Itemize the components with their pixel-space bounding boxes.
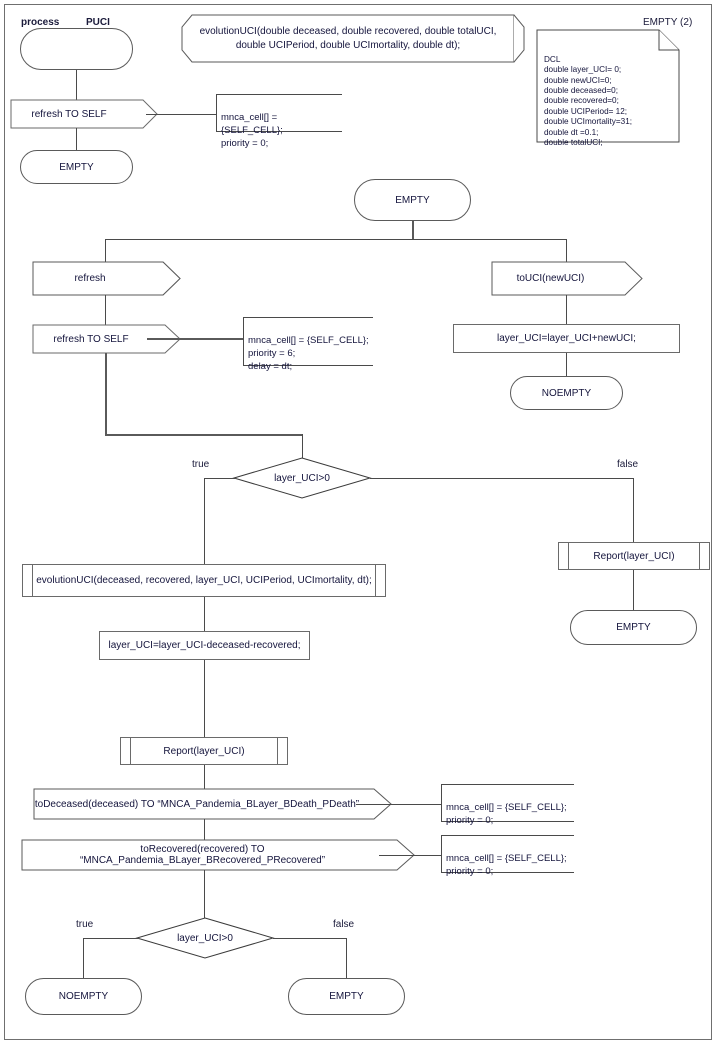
procedure-call-evolution-uci[interactable]: evolutionUCI(deceased, recovered, layer_… (22, 564, 386, 597)
process-name-label: PUCI (86, 17, 110, 28)
state-empty-false-branch-label: EMPTY (616, 622, 651, 633)
decision-2-false-label: false (333, 919, 355, 930)
connector-start-to-refresh-self (76, 70, 77, 100)
declaration-note-text: DCL double layer_UCI= 0; double newUCI=0… (544, 54, 633, 148)
output-to-recovered-label: toRecovered(recovered) TO “MNCA_Pandemia… (79, 844, 326, 866)
input-touci[interactable]: toUCI(newUCI) (491, 261, 643, 296)
comment-priority-0-deceased: mnca_cell[] = {SELF_CELL}; priority = 0; (441, 784, 574, 826)
decision-layer-uci-gt-0-first[interactable]: layer_UCI>0 (232, 457, 372, 499)
comment-priority-0-recovered-text: mnca_cell[] = {SELF_CELL}; priority = 0; (446, 853, 567, 877)
task-layer-add-label: layer_UCI=layer_UCI+newUCI; (497, 333, 636, 344)
connector-report-to-deceased (204, 765, 205, 789)
procedure-call-report-false-label: Report(layer_UCI) (593, 550, 675, 562)
connector-comment-4 (379, 855, 442, 856)
declaration-note: DCL double layer_UCI= 0; double newUCI=0… (536, 29, 680, 147)
state-empty-top[interactable]: EMPTY (20, 150, 133, 184)
procedure-signature-line1: evolutionUCI(double deceased, double rec… (199, 25, 497, 37)
connector-comment-3 (356, 804, 442, 805)
connector-touci-to-task (566, 295, 567, 324)
connector-task-to-report (204, 660, 205, 737)
input-refresh-to-self-main-label: refresh TO SELF (53, 333, 129, 345)
comment-priority-0-deceased-text: mnca_cell[] = {SELF_CELL}; priority = 0; (446, 802, 567, 826)
decision-2-true-label: true (76, 919, 94, 930)
output-to-recovered[interactable]: toRecovered(recovered) TO “MNCA_Pandemia… (21, 839, 415, 871)
input-refresh[interactable]: refresh (32, 261, 181, 296)
decision-1-true-label: true (192, 459, 210, 470)
connector-comment-1 (146, 114, 218, 115)
state-empty-main-label: EMPTY (395, 194, 430, 206)
diagram-frame (4, 4, 712, 1040)
comment-priority-6: mnca_cell[] = {SELF_CELL}; priority = 6;… (243, 317, 373, 372)
comment-priority-0-top: mnca_cell[] = {SELF_CELL}; priority = 0; (216, 94, 342, 149)
connector-d1-false-right (370, 478, 634, 479)
procedure-signature-line2: double UCIPeriod, double UCImortality, d… (235, 39, 461, 51)
task-layer-subtract-label: layer_UCI=layer_UCI-deceased-recovered; (108, 640, 301, 651)
input-refresh-to-self-main[interactable]: refresh TO SELF (32, 324, 181, 354)
comment-priority-6-text: mnca_cell[] = {SELF_CELL}; priority = 6;… (248, 335, 369, 372)
connector-task-to-noempty (566, 353, 567, 376)
state-noempty-right[interactable]: NOEMPTY (510, 376, 623, 410)
connector-split-left (105, 239, 106, 262)
procedure-signature-box: evolutionUCI(double deceased, double rec… (181, 14, 525, 63)
state-empty-bottom[interactable]: EMPTY (288, 978, 405, 1015)
output-to-deceased[interactable]: toDeceased(deceased) TO “MNCA_Pandemia_B… (33, 788, 392, 820)
state-empty-top-label: EMPTY (59, 161, 94, 173)
state-empty-false-branch[interactable]: EMPTY (570, 610, 697, 645)
procedure-call-report-true[interactable]: Report(layer_UCI) (120, 737, 288, 765)
state-noempty-right-label: NOEMPTY (541, 387, 592, 399)
procedure-call-evolution-uci-label: evolutionUCI(deceased, recovered, layer_… (36, 575, 372, 586)
connector-d1-true-left (204, 478, 235, 479)
procedure-call-report-true-label: Report(layer_UCI) (163, 745, 245, 757)
decision-1-false-label: false (617, 459, 639, 470)
procedure-call-report-false[interactable]: Report(layer_UCI) (558, 542, 710, 570)
comment-priority-0-recovered: mnca_cell[] = {SELF_CELL}; priority = 0; (441, 835, 574, 877)
state-noempty-bottom[interactable]: NOEMPTY (25, 978, 142, 1015)
connector-refresh-self-down (105, 353, 107, 435)
connector-d1-false-down (633, 478, 634, 542)
connector-d2-true-left (83, 938, 138, 939)
connector-refresh-self-to-empty (76, 128, 77, 150)
decision-layer-uci-gt-0-second[interactable]: layer_UCI>0 (135, 917, 275, 959)
task-layer-add[interactable]: layer_UCI=layer_UCI+newUCI; (453, 324, 680, 353)
connector-refresh-to-refresh-self (105, 295, 106, 325)
connector-split-right (566, 239, 567, 262)
state-empty-main[interactable]: EMPTY (354, 179, 471, 221)
task-layer-subtract[interactable]: layer_UCI=layer_UCI-deceased-recovered; (99, 631, 310, 660)
input-refresh-to-self-top[interactable]: refresh TO SELF (10, 99, 158, 129)
comment-priority-0-top-text: mnca_cell[] = {SELF_CELL}; priority = 0; (221, 112, 283, 149)
connector-d2-false-right (273, 938, 347, 939)
process-keyword-label: process (21, 17, 60, 28)
input-refresh-label: refresh (74, 273, 106, 284)
connector-d2-false-down (346, 938, 347, 978)
connector-evolution-to-task (204, 597, 205, 631)
connector-recovered-to-decision-2 (204, 870, 205, 918)
page-label: EMPTY (2) (643, 17, 693, 28)
input-touci-label: toUCI(newUCI) (516, 273, 585, 284)
state-start[interactable] (20, 28, 133, 70)
output-to-deceased-label: toDeceased(deceased) TO “MNCA_Pandemia_B… (34, 798, 360, 810)
state-noempty-bottom-label: NOEMPTY (58, 991, 109, 1002)
decision-1-label: layer_UCI>0 (274, 472, 330, 484)
connector-comment-2 (147, 338, 244, 340)
connector-refresh-self-right (105, 434, 303, 436)
connector-split-bar (105, 239, 566, 240)
connector-report-false-to-empty (633, 570, 634, 610)
decision-2-label: layer_UCI>0 (177, 932, 233, 944)
connector-d2-true-down (83, 938, 84, 978)
connector-empty-main-down (412, 221, 414, 239)
connector-d1-true-down (204, 478, 205, 564)
connector-to-decision-1 (302, 434, 303, 458)
state-empty-bottom-label: EMPTY (329, 991, 364, 1002)
connector-deceased-to-recovered (204, 819, 205, 840)
input-refresh-to-self-top-label: refresh TO SELF (31, 108, 107, 120)
